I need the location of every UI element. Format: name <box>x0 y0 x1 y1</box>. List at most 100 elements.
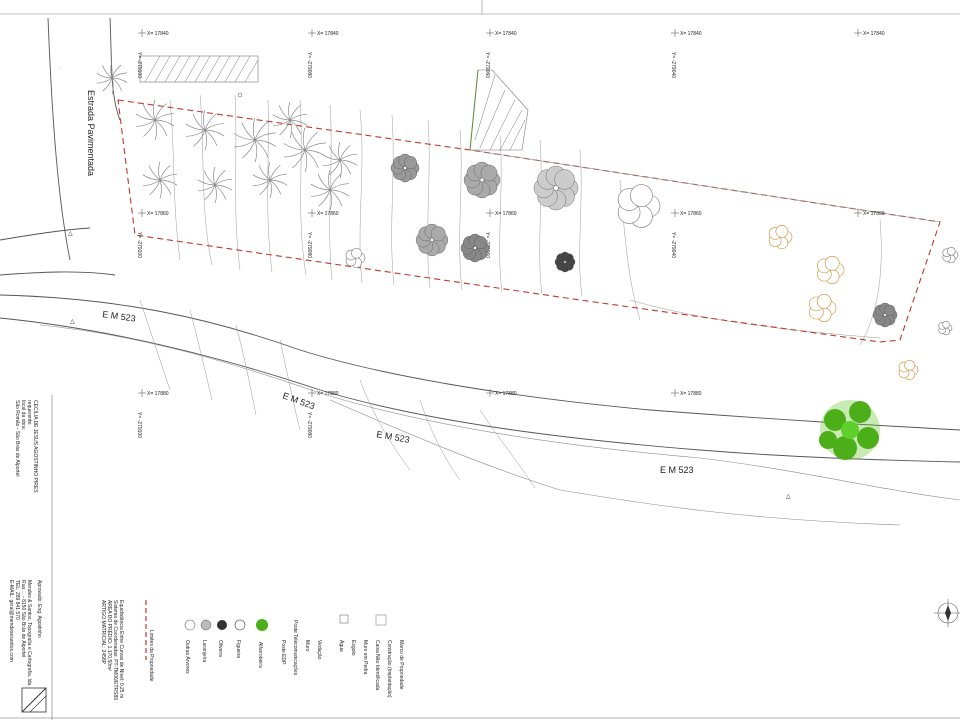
legend-wall: Muro <box>304 640 310 652</box>
legend-almond-tree: Alfarrobeira <box>257 642 263 668</box>
elevation-points: · <box>60 66 61 71</box>
company-phone: TEL: 289 841 570 <box>14 580 20 620</box>
legend: Limites da Propriedade Equidistância Ent… <box>100 600 404 700</box>
fig-tree-icon <box>96 61 128 95</box>
x-coordinate-label: X= 17880 <box>147 391 169 397</box>
fig-tree-icon <box>142 161 178 199</box>
y-coordinate-label: Y= -279080 <box>306 52 312 78</box>
legend-telecom-pole: Poste Telecomunicações <box>292 620 298 676</box>
other-tree-icon <box>768 224 793 250</box>
olive-tree-icon <box>533 165 579 211</box>
fig-tree-icon <box>197 166 233 204</box>
x-coordinate-label: X= 17840 <box>317 31 339 37</box>
y-coordinate-label: Y= -279080 <box>306 232 312 258</box>
legend-vegetation: Vedação <box>316 640 322 660</box>
fig-tree-icon <box>283 127 327 173</box>
olive-tree-icon <box>872 302 898 328</box>
requerente-label: requerente: <box>26 400 32 426</box>
x-coordinate-label: X= 17840 <box>147 31 169 37</box>
fig-tree-icon <box>135 99 175 141</box>
company-name: Mendes & Santos, Topografia e Cartografi… <box>26 580 32 685</box>
legend-water: Água <box>338 640 345 652</box>
fig-tree-icon <box>252 161 288 199</box>
x-coordinate-label: X= 17860 <box>680 211 702 217</box>
x-coordinate-label: X= 17860 <box>495 211 517 217</box>
other-trees-icon <box>184 619 246 631</box>
requerente-name: CECÍLIA DE JESUS AGOSTINHO PIRES <box>32 400 39 493</box>
hatched-structures <box>139 55 529 151</box>
olive-tree-icon <box>390 153 420 183</box>
fig-tree-icon <box>272 101 308 139</box>
legend-other-trees: Outras Árvores <box>184 640 191 674</box>
elev-1: · <box>60 66 61 71</box>
x-coordinate-label: X= 17860 <box>317 211 339 217</box>
alfarrobeira-tree-icon <box>819 400 880 460</box>
coordinate-grid: X= 17840 X= 17840 X= 17840 X= 17840 X= 17840… <box>136 29 885 438</box>
y-coordinate-label: Y= -279100 <box>136 232 142 258</box>
legend-orange-tree: Laranjeira <box>201 640 207 662</box>
roads <box>0 17 960 526</box>
y-coordinate-label: Y= -279100 <box>136 52 142 78</box>
legend-note-3: ÁREA DO PRÉDIO: 1.170,50m² <box>106 600 113 671</box>
olive-tree-icon <box>463 161 501 199</box>
y-coordinate-label: Y= -279080 <box>306 412 312 438</box>
local-value: São Romão - São Brás de Alportel <box>14 400 20 476</box>
legend-construction: Construção (Implantação) <box>386 640 392 698</box>
em523-label-1: E M 523 <box>102 309 137 324</box>
y-coordinate-label: Y= -279100 <box>136 412 142 438</box>
x-coordinate-label: X= 17840 <box>680 31 702 37</box>
company-address: Rua ... - 8150 São Brás de Alportel <box>20 580 26 657</box>
x-coordinate-label: X= 17880 <box>317 391 339 397</box>
legend-edp-pole: Poste EDP <box>280 640 286 665</box>
em523-label-4: E M 523 <box>660 465 694 475</box>
legend-note-2: Sistema de Coordenadas: PT-TM06/ETRS89 <box>112 600 118 700</box>
em523-label-3: E M 523 <box>376 429 411 445</box>
paved-road-label: Estrada Pavimentada <box>86 90 96 176</box>
y-coordinate-label: Y= -279040 <box>670 52 676 78</box>
contour-lines <box>139 94 882 489</box>
x-coordinate-label: X= 17880 <box>495 391 517 397</box>
marker-a-1: △ <box>68 231 73 237</box>
legend-note-4: ARTIGO MATRICIAL: 2458P <box>100 600 106 665</box>
x-coordinate-label: X= 17880 <box>680 391 702 397</box>
legend-property-mark: Marco de Propriedade <box>398 640 404 690</box>
other-tree-icon <box>345 247 366 269</box>
local-label: local da obra: <box>20 400 26 430</box>
y-coordinate-label: Y= -279060 <box>484 52 490 78</box>
x-coordinate-label: X= 17860 <box>863 211 885 217</box>
other-tree-icon <box>617 184 661 228</box>
x-coordinate-label: X= 17840 <box>495 31 517 37</box>
olive-tree-icon <box>460 233 490 263</box>
other-tree-icon <box>898 359 919 381</box>
other-tree-icon <box>817 256 845 284</box>
signature-label: Aprovado: Eng. Agostinho <box>36 580 42 638</box>
legend-boundary: Limites da Propriedade <box>148 630 154 682</box>
vegetation <box>96 61 959 381</box>
fig-tree-icon <box>233 117 277 163</box>
title-block: requerente: CECÍLIA DE JESUS AGOSTINHO P… <box>8 400 47 713</box>
legend-olive-tree: Oliveira <box>217 640 223 657</box>
legend-sewer: Esgoto <box>350 640 356 656</box>
legend-unidentified-box: Caixa Não Identificada <box>374 640 380 691</box>
fig-tree-icon <box>310 169 350 211</box>
x-coordinate-label: X= 17840 <box>863 31 885 37</box>
fig-tree-icon <box>185 109 225 151</box>
almond-legend-icon <box>256 619 268 631</box>
marker-a-2: △ <box>70 319 75 325</box>
company-email: E-MAIL: geral@mendesesantos.com <box>8 580 14 662</box>
legend-note-1: Equidistância Entre Curvas de Nível: 0,2… <box>118 600 124 698</box>
legend-fig-tree: Figueira <box>235 640 241 658</box>
marker-a-3: △ <box>786 494 791 500</box>
x-coordinate-label: X= 17860 <box>147 211 169 217</box>
other-tree-icon <box>809 294 837 322</box>
company-logo-icon <box>21 687 47 713</box>
legend-stone-wall: Muro em Pedra <box>362 640 368 675</box>
olive-tree-icon <box>554 251 576 273</box>
olive-tree-icon <box>415 223 449 257</box>
fig-tree-icon <box>322 141 358 179</box>
north-arrow-icon <box>934 599 960 627</box>
markers: △ △ △ <box>68 92 791 500</box>
other-tree-icon <box>938 320 953 336</box>
